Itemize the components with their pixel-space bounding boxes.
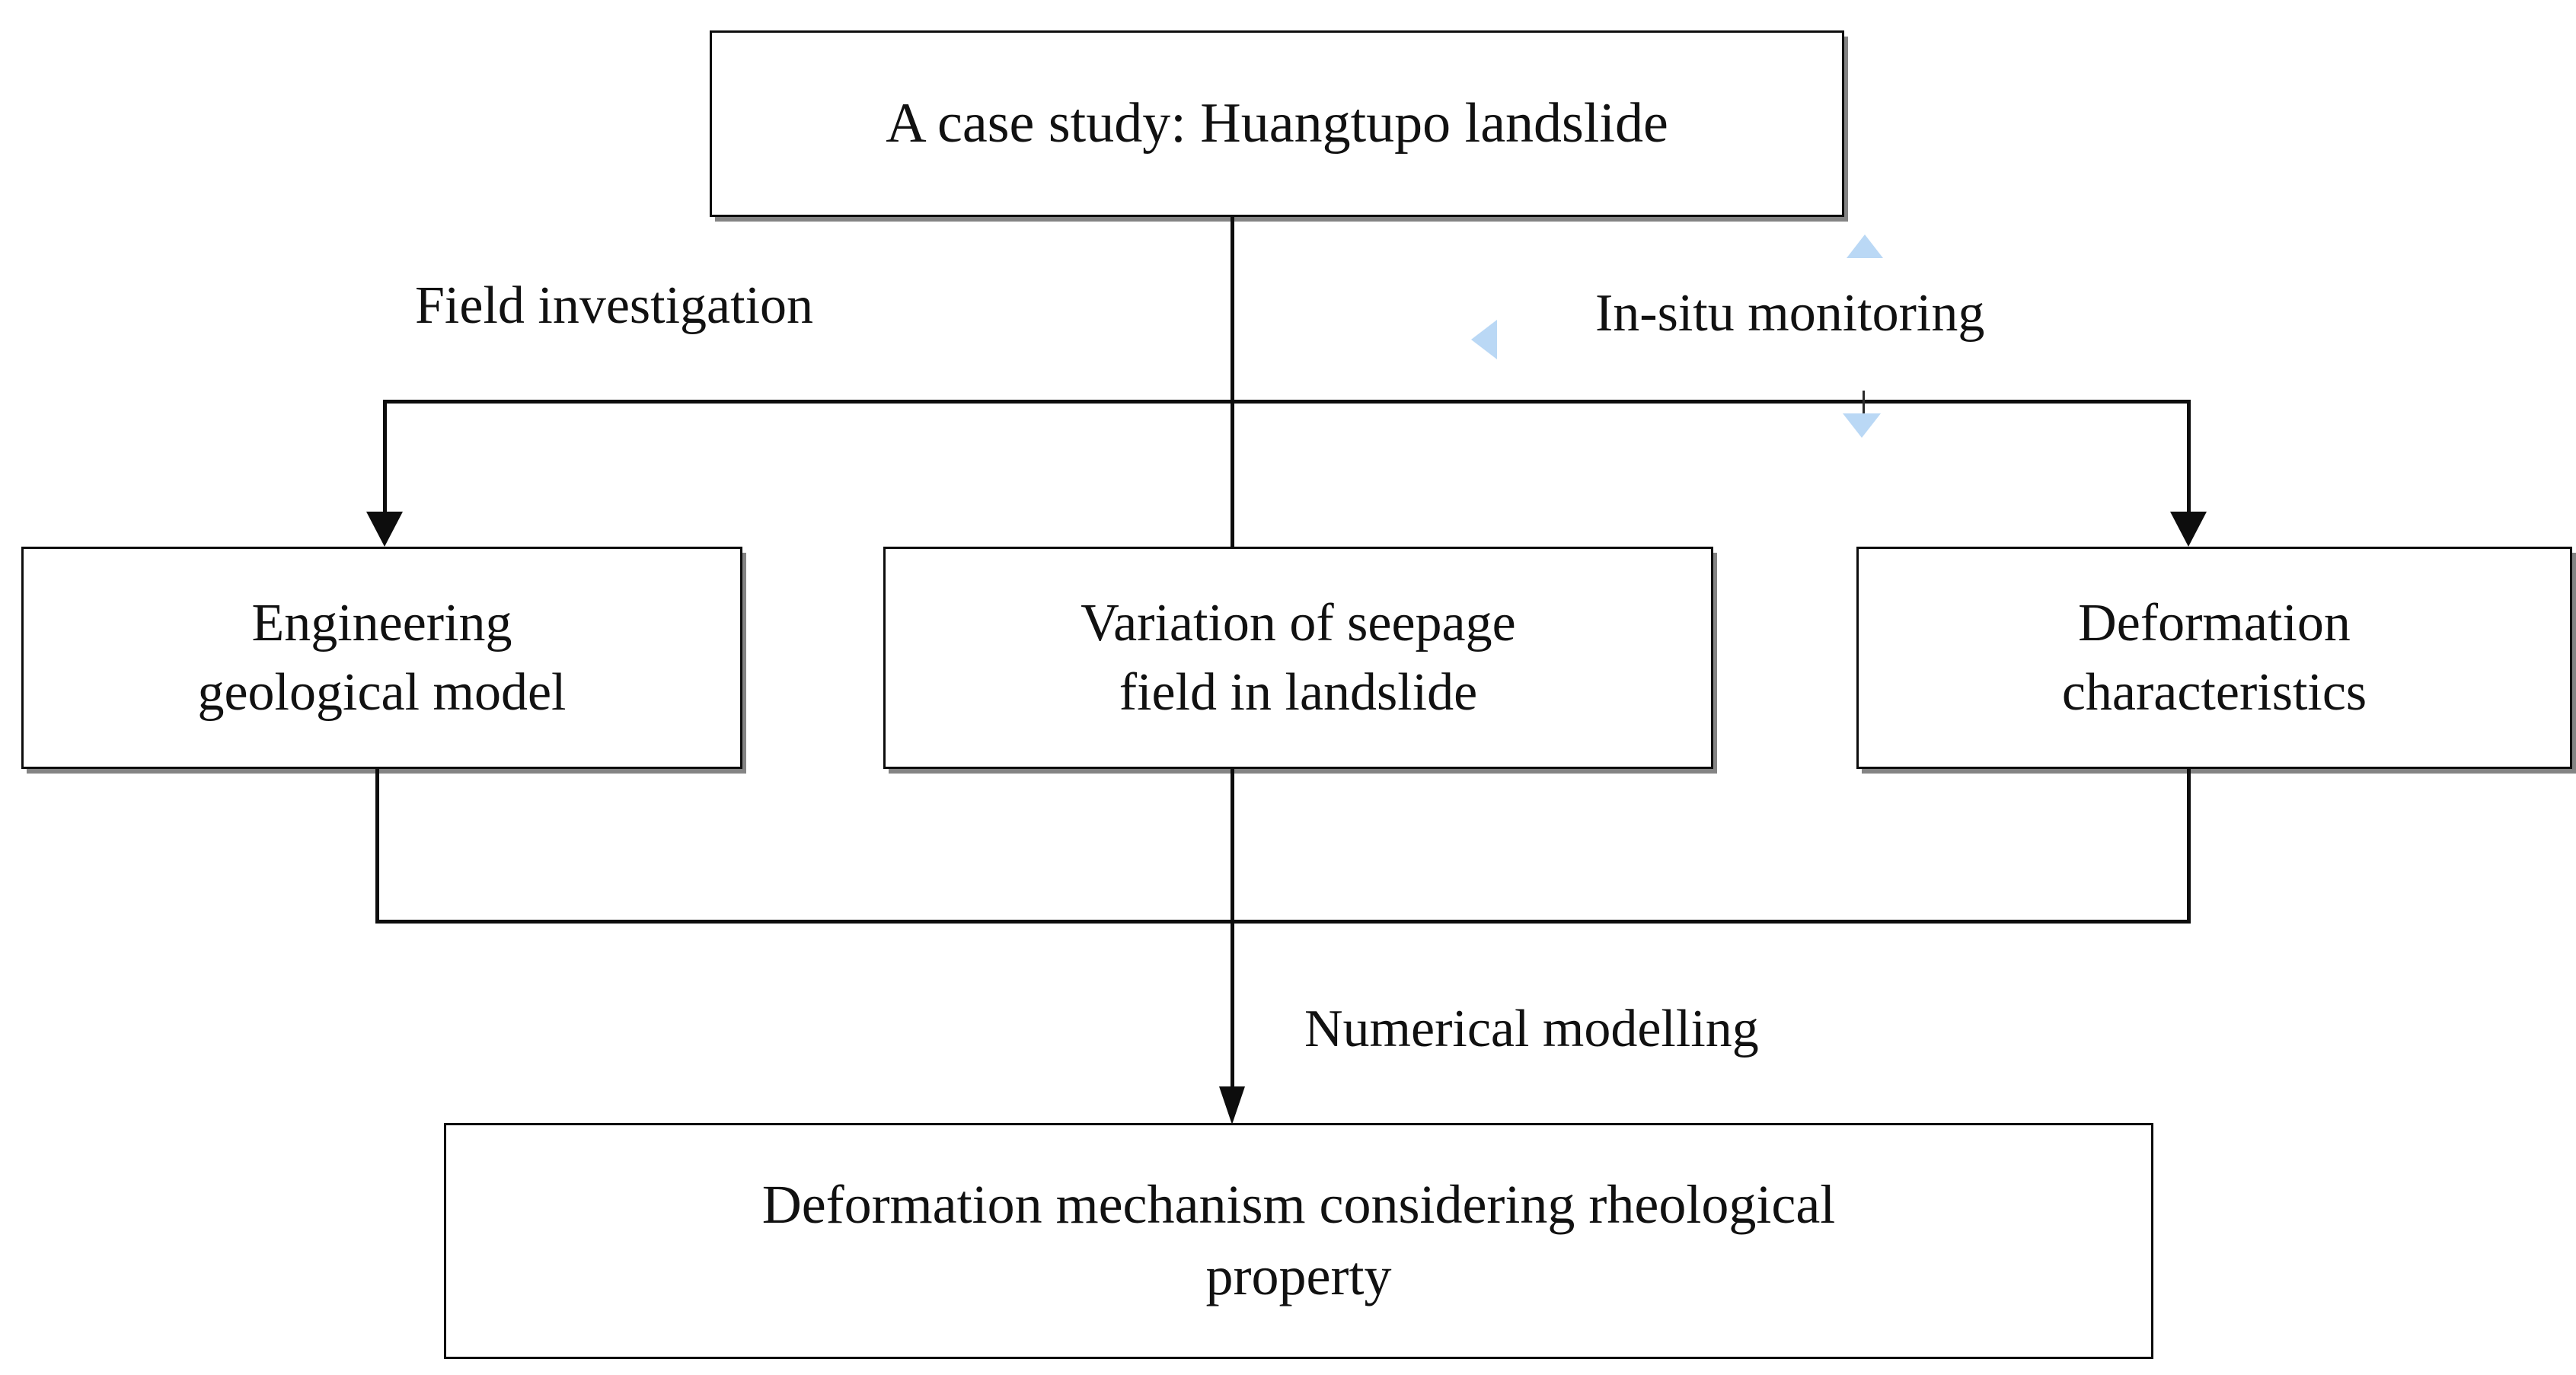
node-deformation-mechanism[interactable]: Deformation mechanism considering rheolo… (444, 1123, 2153, 1359)
edge-label-numerical-modelling: Numerical modelling (1304, 1000, 1759, 1058)
node-deformation-characteristics[interactable]: Deformation characteristics (1856, 547, 2572, 769)
node-seepage-field-variation[interactable]: Variation of seepage field in landslide (883, 547, 1713, 769)
edge-case-study-to-bus (1231, 217, 1234, 404)
edge-label-field-investigation: Field investigation (415, 276, 814, 335)
edge-upper-distribution-bus (383, 400, 2191, 404)
edge-deformation-characteristics-to-lower-bus (2187, 767, 2191, 923)
arrowhead-to-deformation-characteristics (2170, 512, 2207, 547)
edge-seepage-field-to-lower-bus (1231, 767, 1234, 923)
edge-lower-bus-to-deformation-mechanism (1231, 920, 1234, 1089)
edge-bus-to-deformation-characteristics (2187, 400, 2191, 514)
triangle-left-handle-icon[interactable] (1471, 320, 1497, 359)
arrowhead-to-engineering-model (366, 512, 403, 547)
edge-label-insitu-monitoring: In-situ monitoring (1595, 284, 1985, 343)
node-case-study-label: A case study: Huangtupo landslide (886, 92, 1668, 155)
edge-lower-merge-bus (375, 920, 2191, 924)
arrowhead-to-deformation-mechanism (1219, 1086, 1245, 1125)
edge-engineering-model-to-lower-bus (375, 767, 379, 923)
node-seepage-field-variation-label: Variation of seepage field in landslide (1081, 594, 1516, 722)
node-case-study[interactable]: A case study: Huangtupo landslide (710, 30, 1844, 217)
node-engineering-geological-model[interactable]: Engineering geological model (21, 547, 742, 769)
triangle-down-handle-icon[interactable] (1843, 413, 1881, 438)
node-engineering-geological-model-label: Engineering geological model (197, 594, 567, 722)
bus-tick-mark (1863, 391, 1865, 413)
node-deformation-characteristics-label: Deformation characteristics (2061, 594, 2367, 722)
node-deformation-mechanism-label: Deformation mechanism considering rheolo… (761, 1174, 1836, 1306)
triangle-up-handle-icon[interactable] (1847, 234, 1883, 258)
edge-bus-to-engineering-model (383, 400, 387, 514)
edge-bus-to-seepage-field (1231, 400, 1234, 549)
